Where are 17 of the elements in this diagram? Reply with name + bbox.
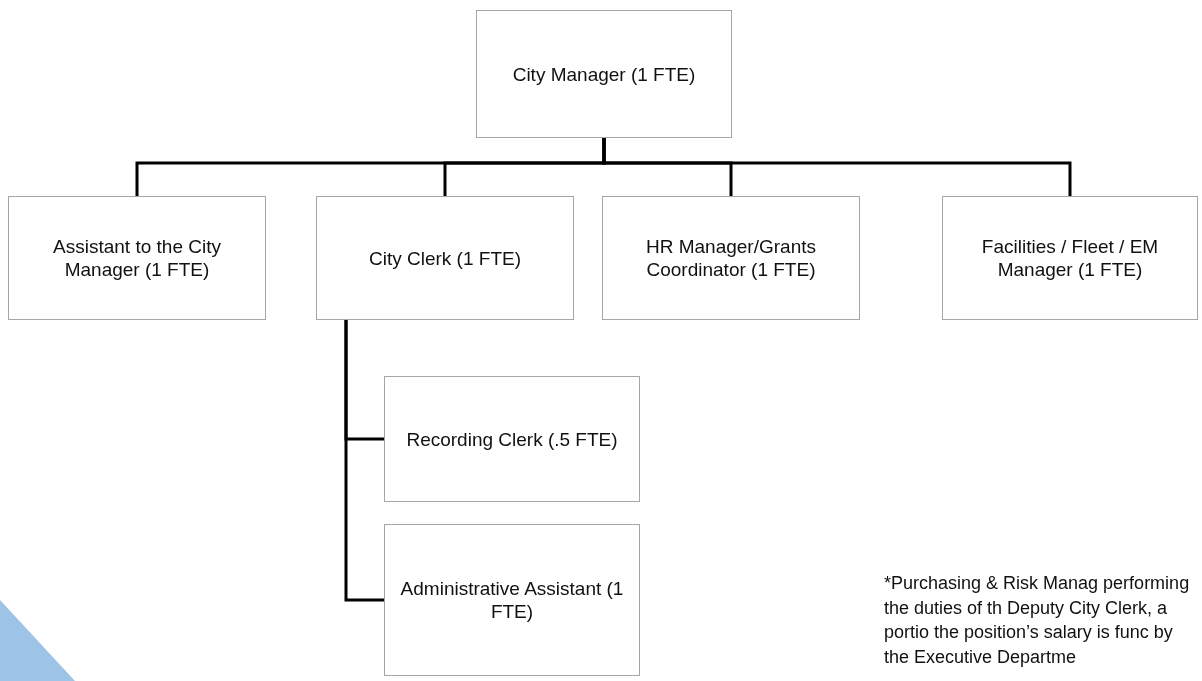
position-box: [8, 196, 266, 320]
position-title: Administrative Assistant (1 FTE): [399, 577, 625, 623]
position-title: City Manager (1 FTE): [511, 62, 697, 86]
position-title: Assistant to the City Manager (1 FTE): [52, 235, 222, 281]
position-box: [476, 10, 732, 138]
position-box: [602, 196, 860, 320]
connector-line: [344, 320, 384, 602]
position-box: [316, 196, 574, 320]
footnote: *Purchasing & Risk Manag performing the duties of th Deputy City Clerk, a portio the position’s salary is func by the Executive Departme: [884, 572, 1191, 669]
position-title: Recording Clerk (.5 FTE): [405, 427, 619, 451]
connector-line: [602, 138, 1072, 196]
position-box: [384, 376, 640, 502]
position-box: [942, 196, 1198, 320]
position-title: HR Manager/Grants Coordinator (1 FTE): [645, 235, 817, 281]
position-box: [384, 524, 640, 676]
position-title: City Clerk (1 FTE): [368, 246, 522, 270]
position-title: Facilities / Fleet / EM Manager (1 FTE): [980, 235, 1160, 281]
